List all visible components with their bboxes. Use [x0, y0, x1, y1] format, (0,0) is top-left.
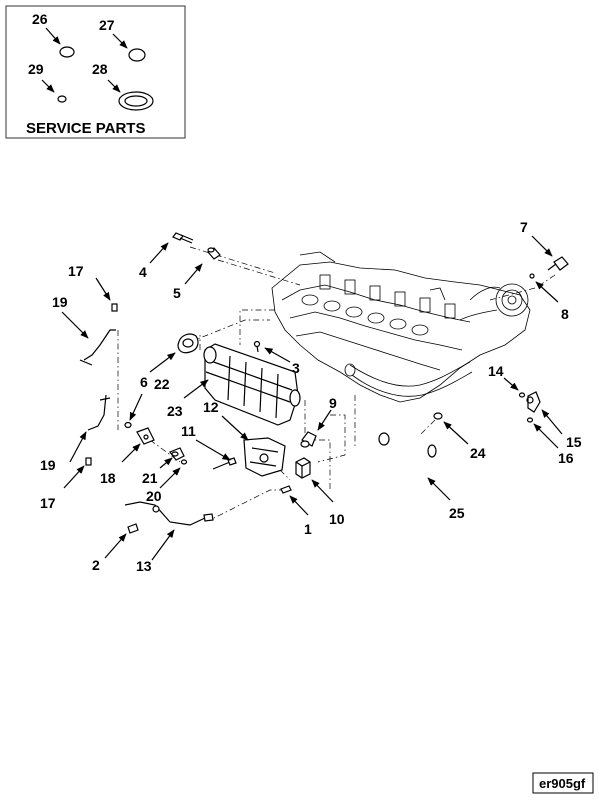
callout-6: 6 [140, 374, 148, 390]
callout-17-upper: 17 [68, 263, 84, 279]
tube-13 [124, 501, 214, 526]
callout-2: 2 [92, 557, 100, 573]
callout-18: 18 [100, 470, 116, 486]
callout-8: 8 [561, 306, 569, 322]
fitting-10 [295, 457, 311, 479]
turbocharger [459, 283, 529, 321]
figure-code-box: er905gf [532, 772, 594, 794]
seal-ring-26 [59, 46, 75, 58]
service-parts-title: SERVICE PARTS [26, 120, 145, 137]
bolt-17-upper [111, 303, 118, 312]
bracket-12 [243, 437, 286, 477]
assembly-lines [117, 246, 556, 521]
o-ring-20 [180, 459, 188, 465]
clip-18 [136, 427, 155, 445]
bolt-3 [253, 340, 261, 353]
tube-25 [378, 426, 437, 489]
callout-1: 1 [304, 521, 312, 537]
callout-26: 26 [32, 11, 48, 27]
figure-code: er905gf [539, 776, 586, 791]
o-ring-24 [433, 412, 443, 420]
callout-3: 3 [292, 360, 300, 376]
fitting-21 [169, 447, 185, 461]
engine-assembly [271, 251, 531, 403]
callout-labels: 4 5 6 3 23 12 11 9 10 1 22 18 21 20 19 1… [40, 219, 582, 574]
bolt-11 [212, 457, 237, 470]
callout-25: 25 [449, 505, 465, 521]
callout-28: 28 [92, 61, 108, 77]
callout-10: 10 [329, 511, 345, 527]
callout-16: 16 [558, 450, 574, 466]
service-parts-box: 26 27 29 28 SERVICE PARTS [5, 5, 186, 139]
stud-1 [280, 485, 292, 494]
callout-24: 24 [470, 445, 486, 461]
egr-cooler-23 [203, 343, 301, 426]
seal-ring-29 [57, 95, 67, 103]
callout-22: 22 [154, 376, 170, 392]
o-ring-14 [518, 392, 526, 398]
o-ring-8 [529, 273, 535, 279]
seal-ring-27 [128, 48, 146, 62]
callout-5: 5 [173, 285, 181, 301]
sensor-9 [300, 431, 317, 448]
fitting-2 [127, 523, 139, 534]
callout-27: 27 [99, 17, 115, 33]
spacer-5 [207, 247, 221, 260]
callout-21: 21 [142, 470, 158, 486]
callout-7: 7 [520, 219, 528, 235]
leader-arrows [61, 235, 563, 561]
elbow-fitting-15 [526, 391, 541, 413]
bolt-17-lower [85, 457, 92, 466]
callout-20: 20 [146, 488, 162, 504]
callout-29: 29 [28, 61, 44, 77]
bracket-19-lower [87, 394, 111, 431]
o-ring-22 [124, 421, 132, 429]
bolt-4 [172, 232, 194, 244]
callout-9: 9 [329, 395, 337, 411]
callout-14: 14 [488, 363, 504, 379]
callout-13: 13 [136, 558, 152, 574]
callout-17-lower: 17 [40, 495, 56, 511]
callout-19-upper: 19 [52, 294, 68, 310]
gasket-28 [118, 91, 154, 111]
exhaust-pipe [344, 361, 473, 397]
callout-11: 11 [181, 423, 196, 439]
callout-19-lower: 19 [40, 457, 56, 473]
intake-runners [301, 274, 456, 336]
o-ring-16 [526, 417, 534, 423]
callout-4: 4 [139, 264, 147, 280]
callout-15: 15 [566, 434, 582, 450]
gasket-6 [177, 333, 199, 354]
sensor-7 [547, 256, 569, 271]
callout-12: 12 [203, 399, 219, 415]
bracket-19-upper [79, 329, 116, 366]
callout-23: 23 [167, 403, 183, 419]
